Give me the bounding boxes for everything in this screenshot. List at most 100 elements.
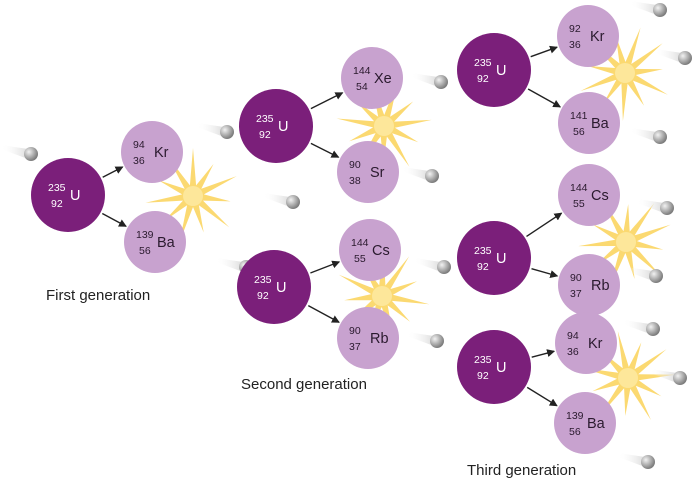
reaction-arrows xyxy=(101,45,563,407)
element-symbol: Sr xyxy=(370,165,385,181)
nucleus-circle xyxy=(558,164,620,226)
nucleus-circle xyxy=(237,250,311,324)
fission-arrow xyxy=(527,88,562,108)
atomic-number: 55 xyxy=(573,198,585,210)
generation-label-first: First generation xyxy=(46,287,150,304)
neutrons xyxy=(1,1,692,469)
fission-arrow xyxy=(526,212,563,237)
atomic-number: 92 xyxy=(257,290,269,302)
nucleus-circle xyxy=(457,33,531,107)
neutron xyxy=(618,453,655,469)
fission-fragment-nucleus: 139 56 Ba xyxy=(554,392,616,454)
fission-arrow xyxy=(530,45,558,58)
mass-number: 90 xyxy=(570,272,582,284)
atomic-number: 92 xyxy=(477,370,489,382)
fission-fragment-nucleus: 144 55 Cs xyxy=(558,164,620,226)
mass-number: 235 xyxy=(256,113,274,125)
mass-number: 235 xyxy=(48,182,66,194)
element-symbol: Ba xyxy=(591,116,610,132)
generation-label-second: Second generation xyxy=(241,376,367,393)
fission-arrow xyxy=(310,92,344,110)
fission-arrow xyxy=(101,212,127,227)
neutron xyxy=(263,193,300,209)
nucleus-circle xyxy=(341,47,403,109)
neutron xyxy=(637,199,674,215)
neutron xyxy=(1,145,38,161)
element-symbol: U xyxy=(70,188,80,204)
atomic-number: 55 xyxy=(354,253,366,265)
neutron xyxy=(655,49,692,65)
element-symbol: Ba xyxy=(587,416,606,432)
mass-number: 235 xyxy=(474,354,492,366)
atomic-number: 92 xyxy=(259,129,271,141)
atomic-number: 36 xyxy=(569,39,581,51)
atomic-number: 56 xyxy=(573,126,585,138)
element-symbol: Cs xyxy=(591,188,609,204)
atomic-number: 38 xyxy=(349,175,361,187)
fission-arrow xyxy=(102,166,124,178)
neutron xyxy=(414,258,451,274)
nucleus-circle xyxy=(121,121,183,183)
nucleus-circle xyxy=(337,141,399,203)
fission-arrow xyxy=(310,260,341,274)
mass-number: 235 xyxy=(254,274,272,286)
atomic-number: 56 xyxy=(569,426,581,438)
element-symbol: U xyxy=(278,119,288,135)
fission-arrow xyxy=(310,142,340,158)
mass-number: 144 xyxy=(570,182,588,194)
nucleus-circle xyxy=(558,254,620,316)
neutron xyxy=(626,267,663,283)
fission-burst xyxy=(578,200,671,288)
uranium-235-nucleus: 235 92 U xyxy=(239,89,313,163)
mass-number: 90 xyxy=(349,159,361,171)
nucleus-circle xyxy=(339,219,401,281)
atomic-number: 36 xyxy=(133,155,145,167)
element-symbol: Kr xyxy=(588,336,603,352)
element-symbol: Ba xyxy=(157,235,176,251)
fission-burst xyxy=(145,148,237,243)
mass-number: 90 xyxy=(349,325,361,337)
nucleus-circle xyxy=(555,312,617,374)
element-symbol: Rb xyxy=(591,278,610,294)
fission-arrow xyxy=(531,268,559,278)
nucleus-circle xyxy=(557,5,619,67)
neutron xyxy=(623,320,660,336)
fission-burst xyxy=(581,331,676,421)
element-symbol: Cs xyxy=(372,243,390,259)
mass-number: 139 xyxy=(136,229,154,241)
neutron xyxy=(407,332,444,348)
mass-number: 92 xyxy=(569,23,581,35)
neutron xyxy=(650,369,687,385)
neutron xyxy=(630,1,667,17)
fission-arrow xyxy=(307,304,340,323)
atomic-number: 92 xyxy=(51,198,63,210)
uranium-235-nucleus: 235 92 U xyxy=(31,158,105,232)
mass-number: 139 xyxy=(566,410,584,422)
neutron xyxy=(411,73,448,89)
generation-labels: First generation Second generation Third… xyxy=(46,287,576,479)
generation-label-third: Third generation xyxy=(467,462,576,479)
uranium-235-nucleus: 235 92 U xyxy=(457,330,531,404)
mass-number: 235 xyxy=(474,57,492,69)
nucleus-circle xyxy=(124,211,186,273)
fission-fragment-nucleus: 90 38 Sr xyxy=(337,141,399,203)
fission-burst xyxy=(336,79,432,167)
atomic-number: 92 xyxy=(477,261,489,273)
element-symbol: U xyxy=(496,360,506,376)
atomic-number: 37 xyxy=(349,341,361,353)
mass-number: 144 xyxy=(353,65,371,77)
atomic-number: 92 xyxy=(477,73,489,85)
nucleus-circle xyxy=(457,221,531,295)
